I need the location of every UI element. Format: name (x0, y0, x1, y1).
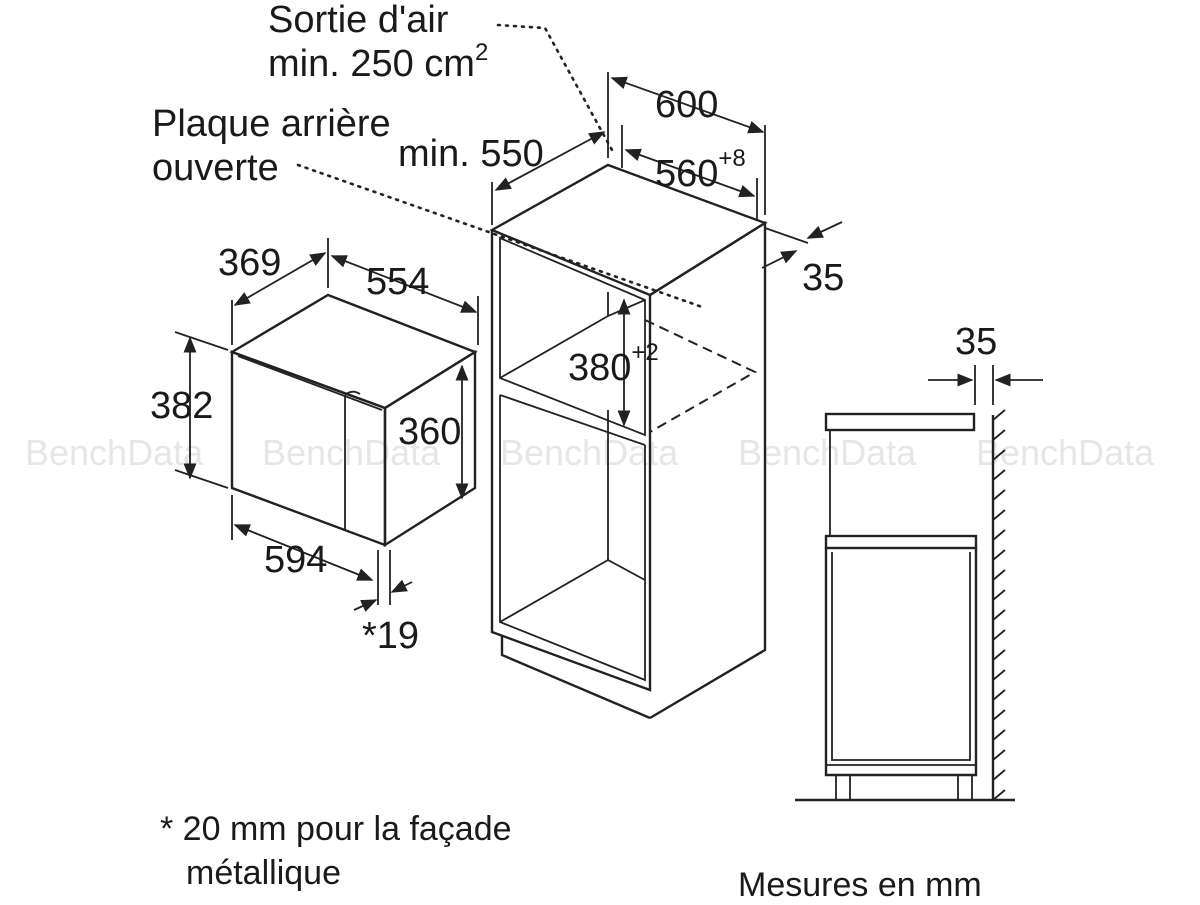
air-outlet-area-label: min. 250 cm2 (268, 39, 488, 85)
back-plate-label: Plaque arrière (152, 103, 391, 145)
footnote-line-1: * 20 mm pour la façade (160, 810, 512, 848)
dim-380: 380+2 (568, 339, 659, 389)
back-plate-open-label: ouverte (152, 147, 279, 189)
microwave-appliance (229, 293, 478, 548)
dim-35-cabinet: 35 (802, 257, 844, 299)
dim-382: 382 (150, 385, 213, 427)
watermark-text: BenchData (262, 432, 441, 473)
cabinet-dimensions (491, 72, 843, 427)
dim-19: *19 (362, 615, 419, 657)
watermark-text: BenchData (738, 432, 917, 473)
side-view (795, 365, 1043, 802)
dim-554: 554 (366, 261, 429, 303)
dim-560: 560+8 (655, 145, 746, 195)
dim-369: 369 (218, 242, 281, 284)
dim-360: 360 (398, 411, 461, 453)
footnote-line-2: métallique (186, 854, 341, 892)
dim-min-550: min. 550 (398, 133, 544, 175)
watermark-text: BenchData (500, 432, 679, 473)
watermark-text: BenchData (976, 432, 1155, 473)
dim-35-side: 35 (955, 321, 997, 363)
microwave-dimensions (174, 238, 479, 612)
dim-594: 594 (264, 539, 327, 581)
labels: Sortie d'air min. 250 cm2 Plaque arrière… (150, 0, 997, 904)
dim-600: 600 (655, 84, 718, 126)
air-outlet-label: Sortie d'air (268, 0, 449, 41)
units-note: Mesures en mm (738, 866, 982, 900)
watermark-row: BenchData BenchData BenchData BenchData … (25, 432, 1155, 473)
watermark-text: BenchData (25, 432, 204, 473)
